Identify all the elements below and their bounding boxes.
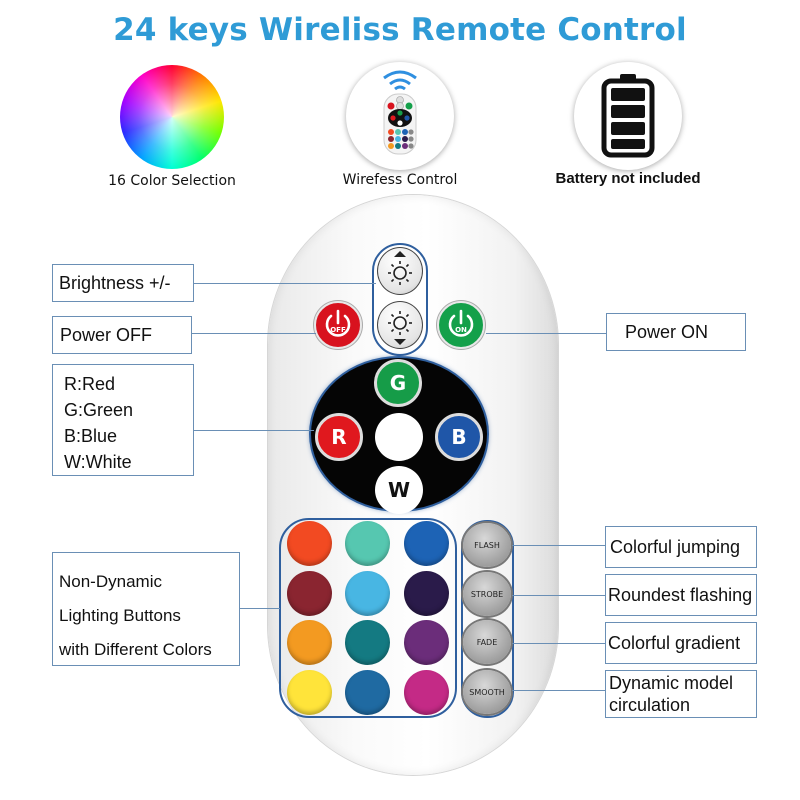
smooth-label: Dynamic model circulation <box>605 670 757 718</box>
strobe-button[interactable]: STROBE <box>463 572 511 616</box>
color-button[interactable] <box>404 571 449 616</box>
color-button[interactable] <box>345 620 390 665</box>
brightness-button-group <box>372 243 428 356</box>
mode-button-group <box>461 520 514 718</box>
wireless-control-image <box>346 62 454 170</box>
power-icon <box>325 309 351 337</box>
red-button[interactable]: R <box>315 413 363 461</box>
brightness-down-button[interactable] <box>377 301 423 349</box>
page-title: 24 keys Wireliss Remote Control <box>113 12 687 48</box>
brightness-down-icon <box>388 311 412 345</box>
rgbw-label: R:Red G:Green B:Blue W:White <box>52 364 194 476</box>
non-dynamic-label: Non-Dynamic Lighting Buttons with Differ… <box>52 552 240 666</box>
fade-label: Colorful gradient <box>605 622 757 664</box>
rgbw-label-red: R:Red <box>64 374 116 394</box>
color-button[interactable] <box>345 521 390 566</box>
power-icon <box>448 309 474 337</box>
flash-button[interactable]: FLASH <box>463 523 511 567</box>
flash-pointer-line <box>512 545 605 546</box>
strobe-label: Roundest flashing <box>605 574 757 616</box>
non-dynamic-line-1: Non-Dynamic <box>59 572 162 591</box>
color-button[interactable] <box>345 670 390 715</box>
feature-caption-color: 16 Color Selection <box>108 173 236 189</box>
white-button[interactable]: W <box>375 466 423 514</box>
wireless-remote-icon <box>383 70 417 155</box>
brightness-pointer-line <box>194 283 376 284</box>
brightness-up-button[interactable] <box>377 247 423 295</box>
strobe-pointer-line <box>512 595 605 596</box>
non-dynamic-line-3: with Different Colors <box>59 640 212 659</box>
color-button-grid <box>279 518 457 718</box>
blue-button[interactable]: B <box>435 413 483 461</box>
green-button[interactable]: G <box>374 359 422 407</box>
color-button[interactable] <box>287 670 332 715</box>
power-on-text: ON <box>455 326 467 334</box>
battery-image <box>574 62 682 170</box>
battery-icon <box>601 74 655 158</box>
power-off-text: OFF <box>330 326 346 334</box>
non-dynamic-line-2: Lighting Buttons <box>59 606 181 625</box>
smooth-label-line-1: Dynamic model <box>609 673 734 693</box>
rgbw-pointer-line <box>194 430 314 431</box>
brightness-up-icon <box>388 251 412 285</box>
power-off-pointer-line <box>192 333 316 334</box>
non-dynamic-pointer-line <box>240 608 280 609</box>
flash-label: Colorful jumping <box>605 526 757 568</box>
color-button[interactable] <box>404 670 449 715</box>
brightness-label: Brightness +/- <box>52 264 194 302</box>
power-off-button[interactable]: OFF <box>314 301 362 349</box>
color-button[interactable] <box>287 571 332 616</box>
feature-caption-wireless: Wirefess Control <box>342 172 458 188</box>
feature-caption-battery: Battery not included <box>555 170 701 187</box>
smooth-pointer-line <box>512 690 605 691</box>
rgbw-label-green: G:Green <box>64 400 134 420</box>
power-on-label: Power ON <box>606 313 746 351</box>
color-button[interactable] <box>404 620 449 665</box>
smooth-button[interactable]: SMOOTH <box>463 670 511 714</box>
rgbw-label-blue: B:Blue <box>64 426 118 446</box>
white-center-button[interactable] <box>375 413 423 461</box>
color-button[interactable] <box>345 571 390 616</box>
color-button[interactable] <box>287 521 332 566</box>
power-on-pointer-line <box>486 333 606 334</box>
rgbw-label-white: W:White <box>64 452 132 472</box>
color-wheel-image <box>120 65 224 169</box>
color-button[interactable] <box>287 620 332 665</box>
power-off-label: Power OFF <box>52 316 192 354</box>
fade-pointer-line <box>512 643 605 644</box>
fade-button[interactable]: FADE <box>463 620 511 664</box>
smooth-label-line-2: circulation <box>609 695 691 715</box>
power-on-button[interactable]: ON <box>437 301 485 349</box>
color-button[interactable] <box>404 521 449 566</box>
